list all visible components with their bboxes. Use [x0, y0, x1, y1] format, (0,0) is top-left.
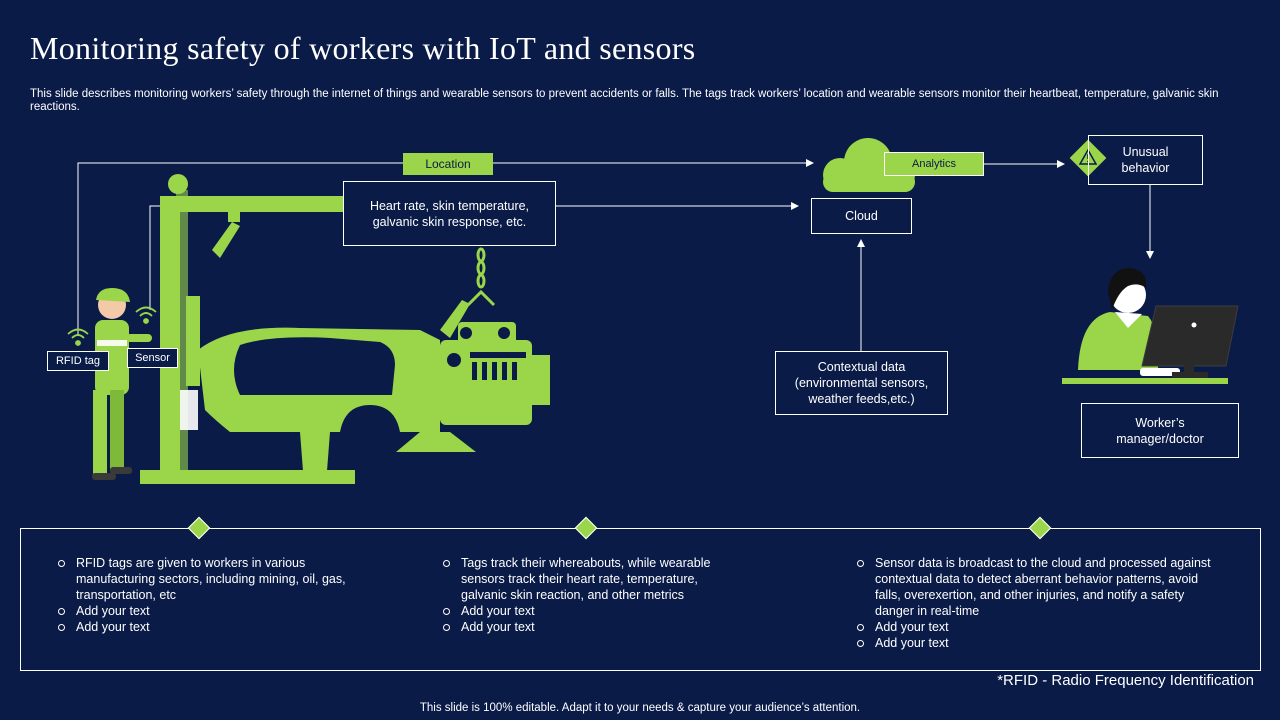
info-column-3: Sensor data is broadcast to the cloud an…	[857, 555, 1217, 651]
list-item: RFID tags are given to workers in variou…	[58, 555, 358, 603]
sensor-label: Sensor	[127, 348, 178, 368]
list-item: Add your text	[58, 603, 358, 619]
crane-car-illustration	[140, 174, 550, 484]
footer-note: This slide is 100% editable. Adapt it to…	[419, 702, 861, 714]
page-subtitle: This slide describes monitoring workers’…	[30, 88, 1219, 113]
analytics-label: Analytics	[884, 152, 984, 176]
vitals-box: Heart rate, skin temperature, galvanic s…	[343, 181, 556, 246]
worker-illustration	[92, 288, 152, 480]
page-title: Monitoring safety of workers with IoT an…	[30, 30, 696, 66]
list-item: Add your text	[443, 603, 743, 619]
monitor-icon	[1141, 305, 1239, 378]
list-item: Add your text	[443, 619, 743, 635]
info-column-1: RFID tags are given to workers in variou…	[58, 555, 358, 635]
list-item: Tags track their whereabouts, while wear…	[443, 555, 743, 603]
cloud-box: Cloud	[811, 198, 912, 234]
list-item: Add your text	[857, 635, 1217, 651]
location-label: Location	[403, 153, 493, 175]
unusual-behavior-box: Unusual behavior	[1088, 135, 1203, 185]
footnote: *RFID - Radio Frequency Identification	[997, 672, 1254, 689]
info-column-2: Tags track their whereabouts, while wear…	[443, 555, 743, 635]
connector-lines	[77, 159, 1154, 351]
list-item: Add your text	[58, 619, 358, 635]
contextual-data-box: Contextual data (environmental sensors, …	[775, 351, 948, 415]
manager-illustration	[1062, 268, 1228, 384]
list-item: Sensor data is broadcast to the cloud an…	[857, 555, 1217, 619]
info-panel	[20, 528, 1261, 671]
list-item: Add your text	[857, 619, 1217, 635]
manager-doctor-box: Worker’s manager/doctor	[1081, 403, 1239, 458]
rfid-tag-label: RFID tag	[47, 351, 109, 371]
wifi-icon	[67, 306, 157, 346]
